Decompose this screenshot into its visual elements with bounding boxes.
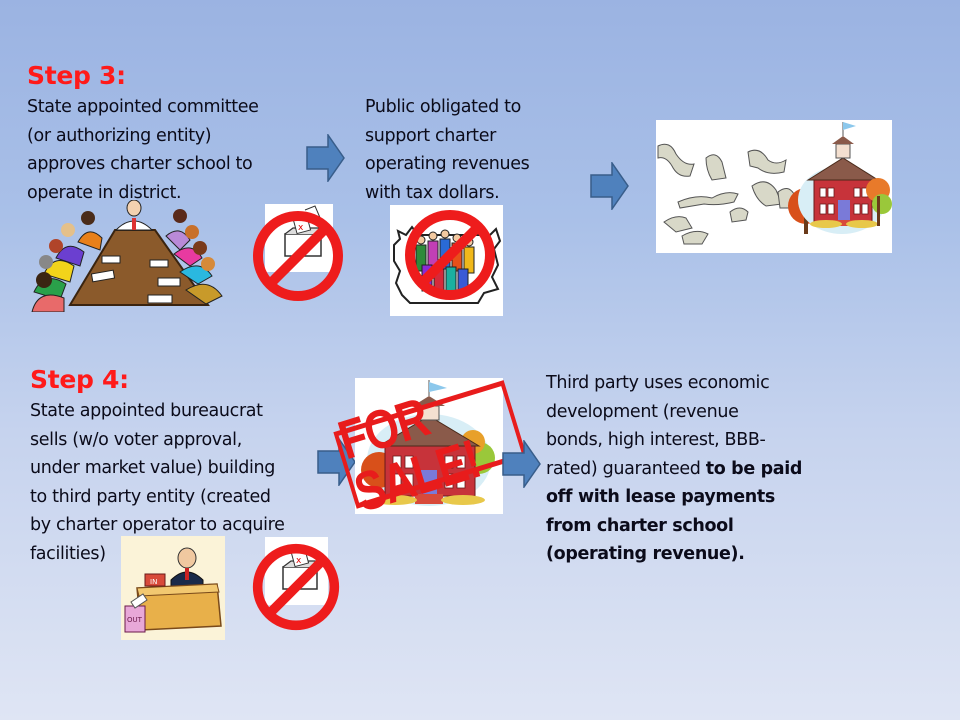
step3-line: State appointed committee xyxy=(27,97,259,117)
step4-line: State appointed bureaucrat xyxy=(30,401,263,421)
step4-line: under market value) building xyxy=(30,458,275,478)
third-party-line: development (revenue xyxy=(546,401,739,422)
third-party-bold: (operating revenue). xyxy=(546,544,745,564)
committee-meeting-clipart xyxy=(30,199,225,313)
step3-title: Step 3: xyxy=(27,61,126,90)
step4-line: to third party entity (created xyxy=(30,486,271,507)
step3-line: approves charter school to xyxy=(27,154,253,174)
right-arrow-icon xyxy=(502,440,542,488)
third-party-line: rated) guaranteed xyxy=(546,458,706,479)
schoolhouse-for-sale-image xyxy=(355,378,503,514)
step3-line: operate in district. xyxy=(27,182,182,203)
prohibition-icon xyxy=(250,208,346,308)
public-line: operating revenues xyxy=(365,154,530,174)
step3-description: State appointed committee (or authorizin… xyxy=(27,93,327,207)
public-line: support charter xyxy=(365,125,496,146)
right-arrow-icon xyxy=(317,438,357,486)
third-party-bold: from charter school xyxy=(546,515,734,536)
svg-text:x: x xyxy=(296,556,302,566)
prohibition-icon xyxy=(402,207,498,307)
third-party-text: Third party uses economic development (r… xyxy=(546,369,846,569)
step4-line: sells (w/o voter approval, xyxy=(30,429,242,450)
in-tray-label: IN xyxy=(150,578,157,586)
third-party-bold: to be paid xyxy=(705,458,803,479)
step4-line: facilities) xyxy=(30,543,106,564)
third-party-line-mixed: rated) guaranteed to be paid xyxy=(546,455,846,484)
third-party-bold: off with lease payments xyxy=(546,487,775,507)
money-flying-to-schoolhouse-image xyxy=(656,120,892,253)
public-obligated-text: Public obligated to support charter oper… xyxy=(365,93,585,207)
third-party-line: Third party uses economic xyxy=(546,373,770,393)
public-line: Public obligated to xyxy=(365,97,521,117)
prohibition-icon xyxy=(250,541,342,637)
out-tray-label: OUT xyxy=(127,616,143,624)
third-party-line: bonds, high interest, BBB- xyxy=(546,430,766,450)
bureaucrat-at-desk-image: IN OUT xyxy=(121,536,225,640)
right-arrow-icon xyxy=(306,134,346,182)
public-line: with tax dollars. xyxy=(365,182,500,203)
step3-line: (or authorizing entity) xyxy=(27,125,212,146)
step4-title: Step 4: xyxy=(30,365,129,394)
svg-text:x: x xyxy=(298,223,304,233)
step4-description: State appointed bureaucrat sells (w/o vo… xyxy=(30,397,340,568)
right-arrow-icon xyxy=(590,162,630,210)
step4-line: by charter operator to acquire xyxy=(30,515,285,535)
